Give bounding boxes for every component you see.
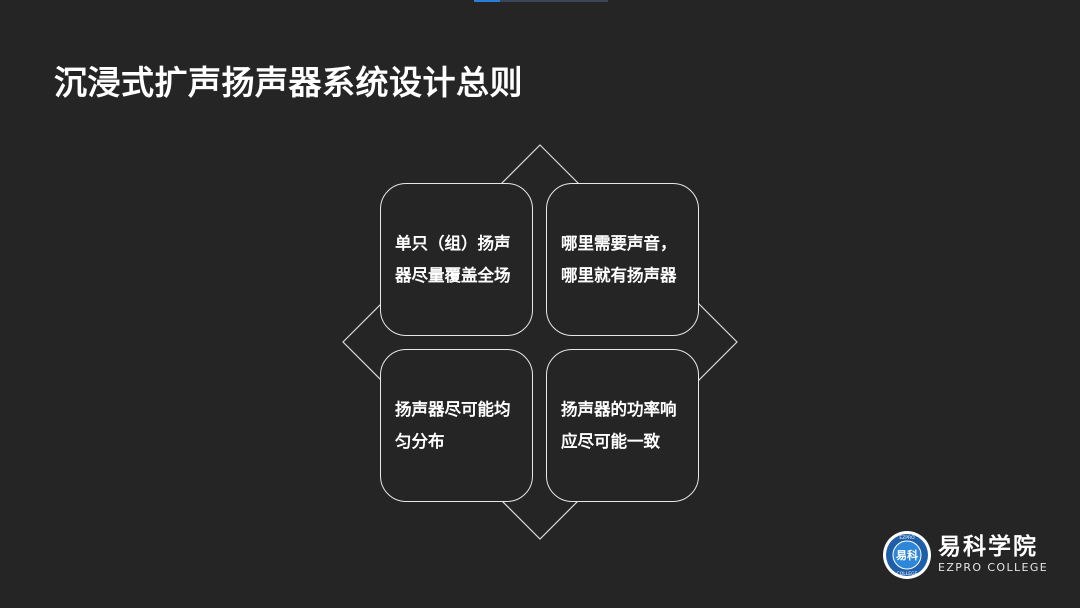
principle-text: 扬声器的功率响应尽可能一致 (561, 399, 677, 451)
top-accent-bar (474, 0, 608, 2)
principle-card-coverage: 单只（组）扬声器尽量覆盖全场 (380, 183, 533, 336)
badge-center-text: 易科 (896, 548, 918, 562)
principle-text: 单只（组）扬声器尽量覆盖全场 (395, 233, 511, 285)
badge-top-text: EZPRO (899, 535, 915, 541)
college-logo: EZPRO 易科 COLLEGE 易科学院 EZPRO COLLEGE (882, 530, 1048, 580)
logo-name-cn: 易科学院 (938, 534, 1038, 560)
principle-text: 哪里需要声音，哪里就有扬声器 (561, 233, 677, 285)
logo-name-en: EZPRO COLLEGE (938, 561, 1049, 574)
principle-text: 扬声器尽可能均匀分布 (395, 399, 511, 451)
principle-card-power-response: 扬声器的功率响应尽可能一致 (546, 349, 699, 502)
principle-card-distribution: 扬声器尽可能均匀分布 (380, 349, 533, 502)
badge-bottom-text: COLLEGE (897, 571, 918, 577)
slide-title: 沉浸式扩声扬声器系统设计总则 (54, 63, 523, 102)
principle-card-presence: 哪里需要声音，哪里就有扬声器 (546, 183, 699, 336)
ezpro-college-badge-icon: EZPRO 易科 COLLEGE (883, 531, 931, 579)
